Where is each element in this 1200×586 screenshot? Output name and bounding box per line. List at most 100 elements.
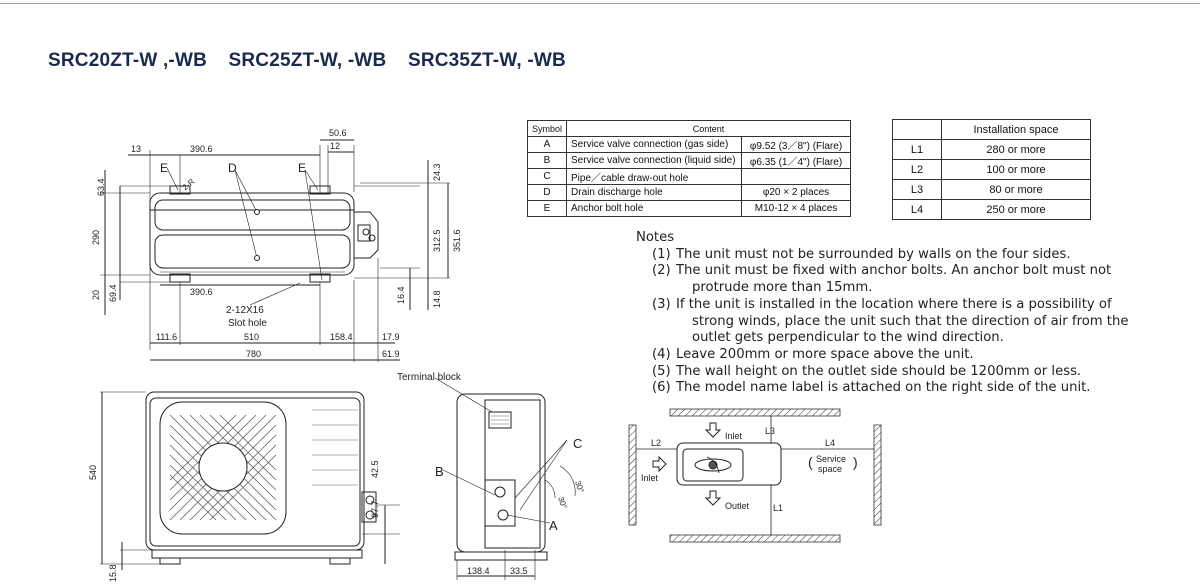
header-content: Content bbox=[566, 120, 852, 137]
value-cell bbox=[741, 168, 852, 185]
note-number: (4) bbox=[652, 346, 671, 362]
label-l3: L3 bbox=[765, 426, 775, 436]
dim-390-top: 390.6 bbox=[190, 144, 213, 154]
note-line: The wall height on the outlet side shoul… bbox=[676, 363, 1082, 379]
dim-33-5: 33.5 bbox=[510, 566, 528, 576]
note-line: If the unit is installed in the location… bbox=[676, 296, 1112, 312]
content-cell: Service valve connection (liquid side) bbox=[566, 152, 743, 169]
dim-510: 510 bbox=[244, 332, 259, 342]
top-view-drawing: 13 390.6 50.6 12 E D E 2-R 63.4 290 20 6… bbox=[91, 128, 462, 362]
notes-title: Notes bbox=[636, 230, 675, 245]
note-line: The model name label is attached on the … bbox=[676, 380, 1091, 396]
note-item-6: (6) The model name label is attached on t… bbox=[636, 380, 1128, 397]
space-value: 80 or more bbox=[941, 179, 1091, 200]
symbol-cell: E bbox=[526, 200, 568, 217]
table-row: L1 280 or more bbox=[892, 139, 1091, 160]
terminal-block-label: Terminal block bbox=[397, 372, 462, 383]
dim-2-12x16: 2-12X16 bbox=[226, 305, 264, 316]
label-l1: L1 bbox=[773, 503, 783, 513]
label-d: D bbox=[228, 161, 237, 175]
dim-63-4: 63.4 bbox=[96, 178, 106, 196]
label-l2: L2 bbox=[651, 438, 661, 448]
dim-390-bottom: 390.6 bbox=[190, 287, 213, 297]
note-number: (6) bbox=[652, 380, 671, 396]
dim-780: 780 bbox=[246, 349, 261, 359]
note-line: strong winds, place the unit such that t… bbox=[692, 313, 1129, 329]
label-l4: L4 bbox=[825, 438, 835, 448]
symbol-cell: D bbox=[526, 184, 568, 201]
top-rule bbox=[0, 3, 1200, 4]
dim-13: 13 bbox=[131, 144, 141, 154]
table-row: C Pipe／cable draw-out hole bbox=[526, 168, 852, 185]
inlet-top-arrow-icon bbox=[704, 422, 722, 438]
note-item-2: (2)The unit must be fixed with anchor bo… bbox=[636, 263, 1128, 296]
note-item-4: (4) Leave 200mm or more space above the u… bbox=[636, 347, 1128, 364]
angle-30-a: 30° bbox=[573, 480, 586, 494]
dim-61-9: 61.9 bbox=[382, 349, 400, 359]
label-e-right: E bbox=[298, 161, 306, 175]
content-cell: Pipe／cable draw-out hole bbox=[566, 168, 743, 185]
dim-138-4: 138.4 bbox=[467, 566, 490, 576]
dim-42-5: 42.5 bbox=[370, 460, 380, 478]
svg-text:): ) bbox=[853, 454, 858, 470]
note-item-1: (1)The unit must not be surrounded by wa… bbox=[636, 247, 1128, 264]
content-cell: Anchor bolt hole bbox=[566, 200, 743, 217]
label-a: A bbox=[549, 518, 558, 533]
note-number: (1) bbox=[652, 246, 671, 262]
dim-17-9: 17.9 bbox=[382, 332, 400, 342]
inlet-top-label: Inlet bbox=[725, 431, 743, 441]
header-symbol: Symbol bbox=[526, 120, 568, 137]
table-row: L4 250 or more bbox=[892, 199, 1091, 220]
dim-69-4: 69.4 bbox=[108, 284, 118, 302]
service-space-label-2: space bbox=[818, 464, 842, 474]
model-name-3: SRC35ZT-W, -WB bbox=[407, 50, 566, 71]
dim-540: 540 bbox=[88, 465, 98, 480]
symbol-cell: B bbox=[526, 152, 568, 169]
label-c: C bbox=[573, 436, 582, 451]
label-b: B bbox=[435, 464, 444, 479]
symbol-table: Symbol Content A Service valve connectio… bbox=[526, 120, 852, 217]
left-wall bbox=[628, 424, 637, 526]
header-installation-space: Installation space bbox=[941, 119, 1091, 140]
content-cell: Service valve connection (gas side) bbox=[566, 136, 743, 153]
symbol-cell: A bbox=[526, 136, 568, 153]
service-space-label-1: Service bbox=[816, 454, 846, 464]
svg-text:(: ( bbox=[808, 454, 813, 470]
space-label: L3 bbox=[892, 179, 942, 200]
space-label: L4 bbox=[892, 199, 942, 220]
note-number: (5) bbox=[652, 363, 671, 379]
note-line: protrude more than 15mm. bbox=[692, 280, 873, 296]
value-cell: φ9.52 (3／8") (Flare) bbox=[741, 136, 852, 153]
page-title: SRC20ZT-W ,-WB SRC25ZT-W, -WB SRC35ZT-W,… bbox=[48, 50, 582, 72]
dim-290: 290 bbox=[91, 230, 101, 245]
notes-block: Notes (1)The unit must not be surrounded… bbox=[636, 230, 1128, 397]
model-name-1: SRC20ZT-W ,-WB bbox=[48, 50, 208, 71]
dim-351-6: 351.6 bbox=[452, 229, 462, 252]
installation-space-diagram: Inlet Inlet Outlet L2 L3 L4 L1 ( ) Servi… bbox=[628, 408, 882, 543]
dim-15-8: 15.8 bbox=[108, 564, 118, 582]
value-cell: φ20 × 2 places bbox=[741, 184, 852, 201]
note-line: The unit must be fixed with anchor bolts… bbox=[676, 263, 1112, 279]
space-value: 250 or more bbox=[941, 199, 1091, 220]
note-line: outlet gets perpendicular to the wind di… bbox=[692, 330, 1004, 346]
model-name-2: SRC25ZT-W, -WB bbox=[228, 50, 387, 71]
symbol-cell: C bbox=[526, 168, 568, 185]
dim-24-3: 24.3 bbox=[432, 163, 442, 181]
top-wall bbox=[669, 408, 841, 417]
inlet-left-label: Inlet bbox=[641, 473, 659, 483]
space-label: L1 bbox=[892, 139, 942, 160]
bottom-wall bbox=[669, 534, 841, 543]
outlet-arrow-icon bbox=[704, 490, 722, 506]
space-value: 280 or more bbox=[941, 139, 1091, 160]
dim-111-6: 111.6 bbox=[156, 332, 177, 342]
table-row: L2 100 or more bbox=[892, 159, 1091, 180]
dim-16-4: 16.4 bbox=[396, 286, 406, 304]
dim-50-6: 50.6 bbox=[329, 128, 347, 138]
dim-2-r: 2-R bbox=[181, 177, 197, 192]
note-line: Leave 200mm or more space above the unit… bbox=[676, 346, 974, 362]
value-cell: φ6.35 (1／4") (Flare) bbox=[741, 152, 852, 169]
dim-12: 12 bbox=[330, 141, 340, 151]
table-row: D Drain discharge hole φ20 × 2 places bbox=[526, 184, 852, 201]
note-item-5: (5) The wall height on the outlet side sh… bbox=[636, 364, 1128, 381]
side-view-drawing: Terminal block B C A 30° 30° 138.4 33.5 bbox=[397, 372, 586, 580]
